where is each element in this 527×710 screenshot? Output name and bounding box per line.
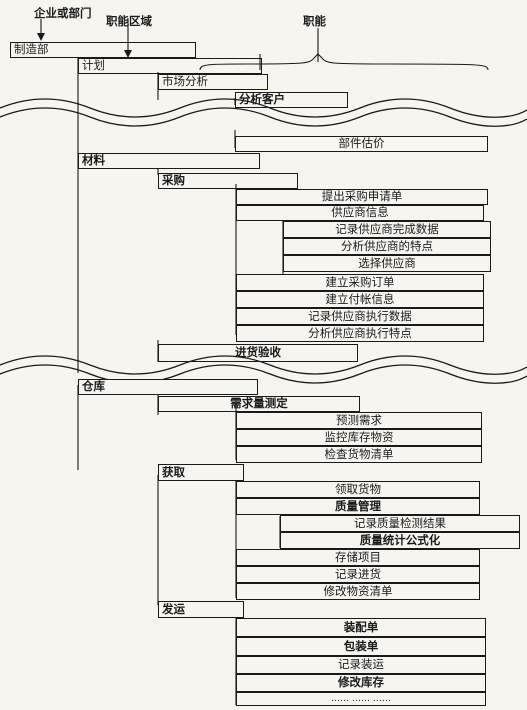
box-record-receipt: 记录进货: [236, 566, 480, 583]
arrow-area-head: [124, 50, 132, 58]
box-warehouse: 仓库: [78, 379, 258, 395]
box-select-supplier: 选择供应商: [283, 255, 491, 272]
box-record-supplier-completion: 记录供应商完成数据: [283, 221, 491, 238]
box-assembly-order: 装配单: [236, 618, 486, 637]
box-record-quality-results: 记录质量检测结果: [280, 515, 520, 532]
box-manufacturing-dept: 制造部: [10, 42, 196, 58]
box-record-shipment: 记录装运: [236, 656, 486, 674]
box-market-analysis: 市场分析: [158, 74, 268, 90]
box-store-items: 存储项目: [236, 549, 480, 566]
box-shipping: 发运: [158, 601, 244, 618]
wave-2b: [0, 364, 527, 384]
box-materials: 材料: [78, 153, 260, 169]
box-forecast-demand: 预测需求: [236, 412, 482, 429]
box-quality-statistics: 质量统计公式化: [280, 532, 520, 549]
box-acquisition: 获取: [158, 464, 244, 481]
box-check-goods-list: 检查货物清单: [236, 446, 482, 463]
wave-2a: [0, 355, 527, 375]
function-brace: [199, 53, 489, 71]
box-monitor-inventory: 监控库存物资: [236, 429, 482, 446]
box-create-purchase-order: 建立采购订单: [236, 274, 484, 291]
box-purchase-requisition: 提出采购申请单: [236, 189, 488, 205]
wave-1a: [0, 98, 527, 118]
box-receiving-inspection: 进货验收: [158, 344, 358, 362]
box-supplier-info: 供应商信息: [236, 205, 484, 221]
box-analyze-customer: 分析客户: [235, 92, 348, 108]
box-analyze-supplier-execution: 分析供应商执行特点: [236, 325, 484, 342]
box-create-payment-info: 建立付帐信息: [236, 291, 484, 308]
header-area: 职能区域: [106, 14, 152, 28]
box-modify-inventory: 修改库存: [236, 674, 486, 692]
box-analyze-supplier-traits: 分析供应商的特点: [283, 238, 491, 255]
box-record-supplier-execution: 记录供应商执行数据: [236, 308, 484, 325]
box-demand-measurement: 需求量测定: [158, 396, 360, 412]
box-quality-management: 质量管理: [236, 498, 480, 515]
wave-1b: [0, 107, 527, 127]
header-enterprise: 企业或部门: [34, 6, 92, 20]
break-lines: [0, 98, 527, 384]
box-packing-list: 包装单: [236, 637, 486, 656]
header-function: 职能: [303, 14, 326, 28]
box-continuation: …… …… ……: [236, 692, 486, 706]
box-planning: 计划: [78, 58, 262, 74]
arrow-enterprise-head: [37, 33, 45, 41]
box-modify-material-list: 修改物资清单: [236, 583, 480, 600]
box-parts-estimate: 部件估价: [235, 136, 488, 152]
box-purchasing: 采购: [158, 173, 298, 189]
box-receive-goods: 领取货物: [236, 481, 480, 498]
